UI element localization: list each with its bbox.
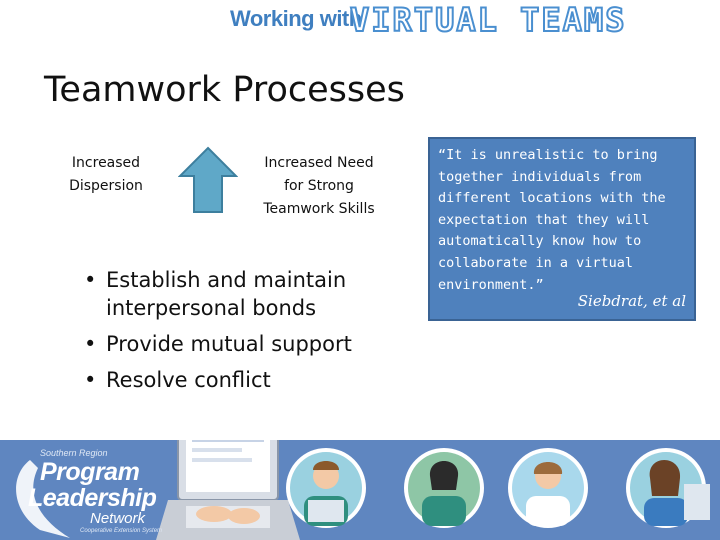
up-arrow-icon: [178, 146, 238, 213]
list-item: Resolve conflict: [78, 366, 398, 394]
logo-leadership: Leadership: [28, 484, 157, 512]
team-member-avatar-icon: [626, 448, 710, 528]
footer-illustration: [16, 440, 710, 540]
quote-attribution: Siebdrat, et al: [577, 292, 686, 311]
slide-title: Teamwork Processes: [44, 70, 405, 110]
team-member-avatar-icon: [508, 448, 588, 528]
bullet-list: Establish and maintain interpersonal bon…: [78, 266, 398, 402]
label-increased-dispersion: Increased Dispersion: [69, 155, 143, 194]
header-working-with: Working with: [230, 6, 362, 31]
logo-network: Network: [90, 510, 146, 527]
quote-text: “It is unrealistic to bring together ind…: [438, 147, 666, 293]
quote-box: “It is unrealistic to bring together ind…: [428, 137, 696, 321]
list-item: Provide mutual support: [78, 330, 398, 358]
label-increased-need: Increased Need for Strong Teamwork Skill…: [263, 155, 375, 217]
header-virtual-teams: VIRTUAL TEAMS: [349, 0, 627, 40]
team-member-avatar-icon: [404, 448, 484, 528]
list-item: Establish and maintain interpersonal bon…: [78, 266, 398, 322]
laptop-icon: [156, 440, 300, 540]
logo-subline: Cooperative Extension System: [80, 528, 163, 534]
logo-program: Program: [40, 458, 140, 486]
logo-region: Southern Region: [40, 448, 108, 458]
team-member-avatar-icon: [286, 448, 366, 528]
